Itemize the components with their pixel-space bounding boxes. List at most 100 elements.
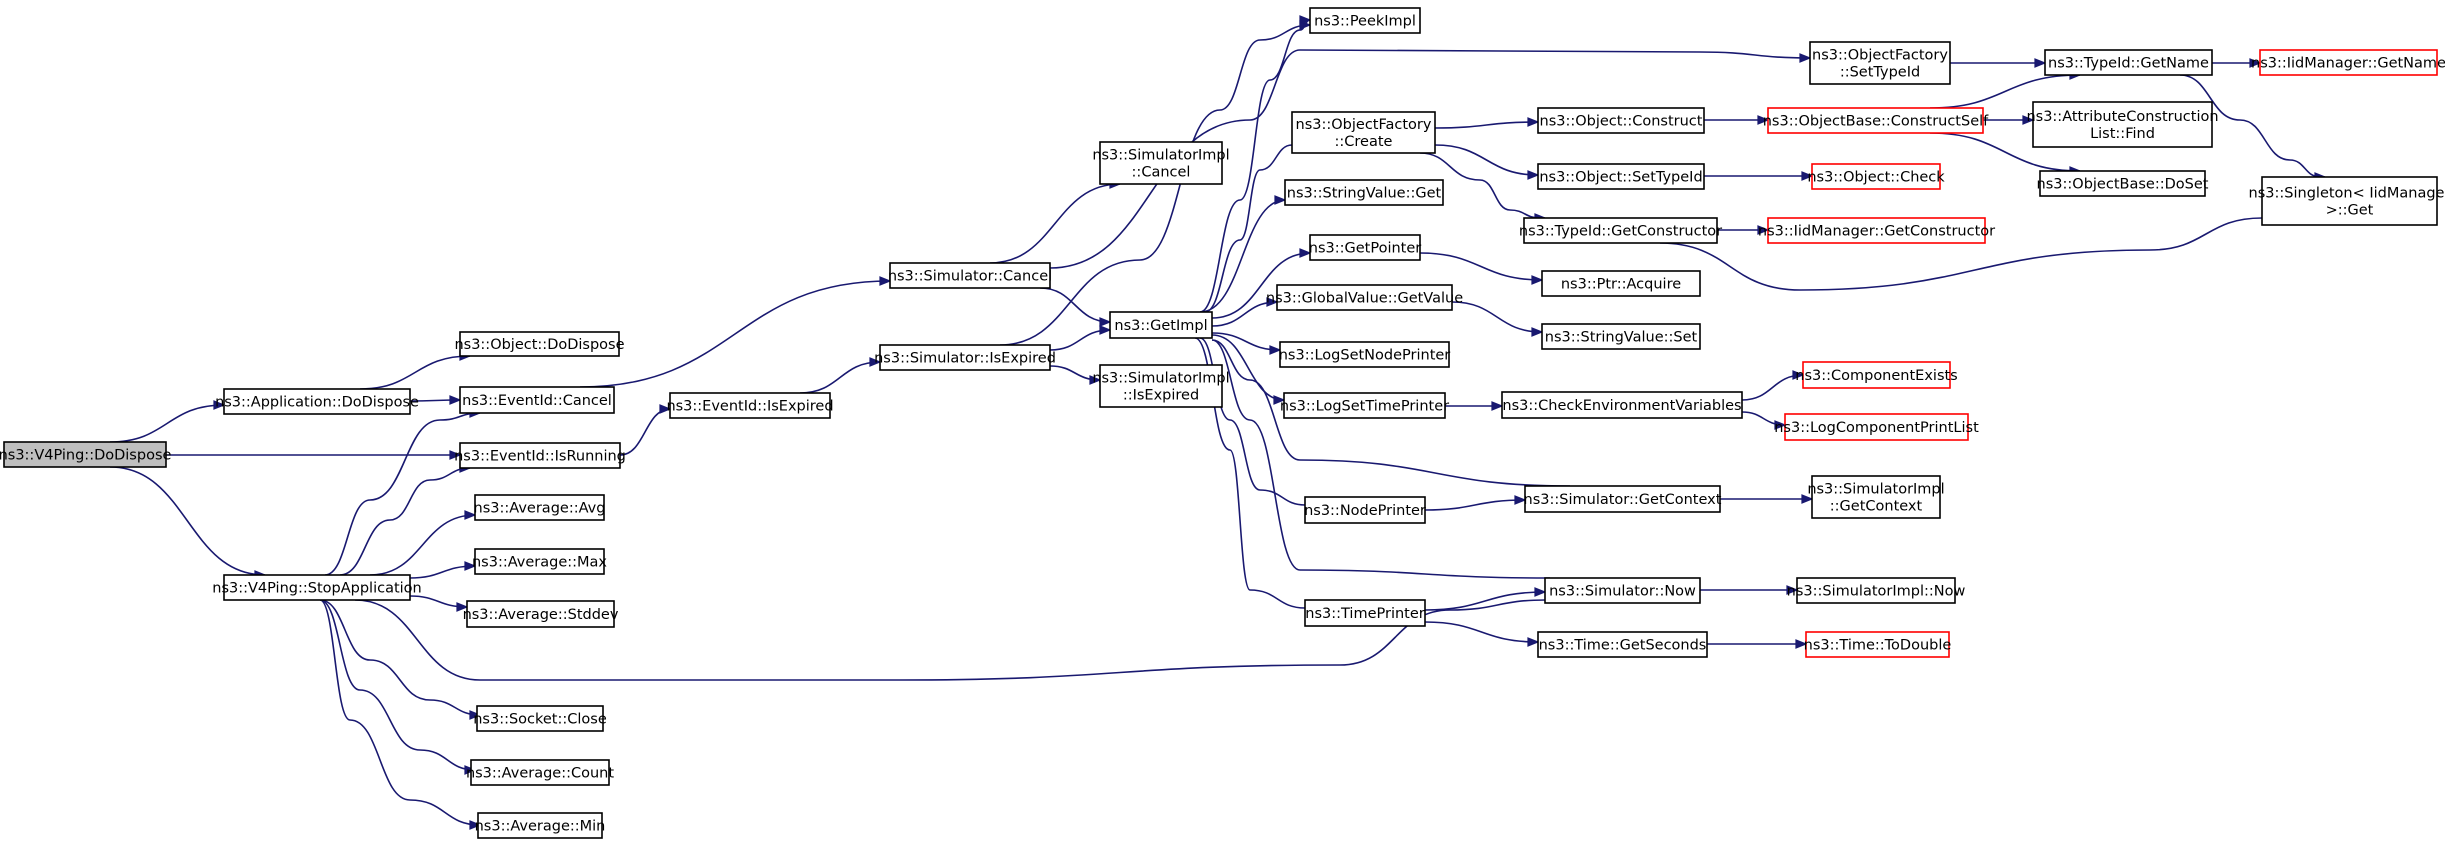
node-of-settypeid[interactable]: ns3::ObjectFactory::SetTypeId — [1809, 41, 1951, 85]
node-sim-getcontext[interactable]: ns3::Simulator::GetContext — [1524, 485, 1722, 513]
edge-ev_isexpired-to-sim_isexpired — [799, 357, 882, 394]
node-label: ns3::ObjectFactory — [1812, 48, 1948, 64]
node-label: ns3::SimulatorImpl — [1092, 148, 1229, 164]
node-avg-min[interactable]: ns3::Average::Min — [475, 812, 606, 839]
edge-nodeprinter-to-sim_getcontext — [1424, 495, 1527, 511]
node-ev-isrunning[interactable]: ns3::EventId::IsRunning — [454, 442, 626, 469]
edge-getimpl-to-logsettimeprinter — [1211, 334, 1286, 405]
node-label: ns3::LogSetTimePrinter — [1280, 399, 1449, 415]
arrowhead — [469, 820, 482, 830]
arrowhead — [1527, 170, 1540, 180]
node-obj-settypeid[interactable]: ns3::Object::SetTypeId — [1537, 163, 1705, 190]
node-ob-constructself[interactable]: ns3::ObjectBase::ConstructSelf — [1763, 107, 1989, 134]
arrowhead — [1491, 401, 1504, 411]
node-label: ns3::ObjectFactory — [1296, 117, 1432, 133]
arrowhead — [1089, 375, 1102, 385]
node-ev-cancel[interactable]: ns3::EventId::Cancel — [459, 386, 615, 414]
node-label: ns3::Average::Count — [466, 766, 614, 782]
node-time-todouble[interactable]: ns3::Time::ToDouble — [1804, 631, 1952, 658]
node-simimpl-isexpired[interactable]: ns3::SimulatorImpl::IsExpired — [1092, 364, 1230, 408]
arrowhead — [456, 602, 469, 612]
node-obj-check[interactable]: ns3::Object::Check — [1807, 163, 1945, 190]
node-obj-dodispose[interactable]: ns3::Object::DoDispose — [454, 331, 625, 357]
edge-app_dodispose-to-ev_cancel — [409, 395, 462, 405]
node-dodispose[interactable]: ns3::V4Ping::DoDispose — [0, 441, 171, 468]
node-sim-isexpired[interactable]: ns3::Simulator::IsExpired — [874, 344, 1056, 371]
node-gv-getvalue[interactable]: ns3::GlobalValue::GetValue — [1266, 284, 1463, 311]
node-box — [1796, 577, 1956, 604]
node-of-create[interactable]: ns3::ObjectFactory::Create — [1291, 111, 1436, 154]
edge-of_create-to-obj_construct — [1434, 117, 1540, 129]
node-box — [1809, 41, 1951, 85]
node-iidmgr-getconstructor[interactable]: ns3::IidManager::GetConstructor — [1758, 217, 1995, 244]
node-ptr-acquire[interactable]: ns3::Ptr::Acquire — [1541, 270, 1701, 297]
node-label: ns3::Simulator::IsExpired — [874, 351, 1056, 367]
edge-of_create-to-obj_settypeid — [1434, 144, 1540, 180]
node-logcompprintlist[interactable]: ns3::LogComponentPrintList — [1774, 413, 1979, 441]
node-simimpl-cancel[interactable]: ns3::SimulatorImpl::Cancel — [1092, 141, 1230, 185]
node-label: ns3::CheckEnvironmentVariables — [1502, 398, 1741, 414]
node-box — [223, 574, 411, 601]
node-logsetnodeprinter[interactable]: ns3::LogSetNodePrinter — [1279, 341, 1451, 368]
node-nodeprinter[interactable]: ns3::NodePrinter — [1304, 496, 1426, 524]
node-avg-count[interactable]: ns3::Average::Count — [466, 759, 614, 786]
edges-layer — [109, 15, 2327, 830]
node-box — [1811, 163, 1941, 190]
edge-tid_getconstructor-to-singleton_get — [1659, 217, 2263, 291]
node-getimpl[interactable]: ns3::GetImpl — [1109, 311, 1213, 339]
arrowhead — [1527, 117, 1540, 127]
node-logsettimeprinter[interactable]: ns3::LogSetTimePrinter — [1280, 392, 1449, 419]
node-sim-cancel[interactable]: ns3::Simulator::Cancel — [888, 262, 1052, 289]
node-stopapp[interactable]: ns3::V4Ping::StopApplication — [212, 574, 422, 601]
node-box — [1524, 485, 1721, 513]
node-iidmgr-getname[interactable]: ns3::IidManager::GetName — [2251, 49, 2445, 76]
node-sim-now[interactable]: ns3::Simulator::Now — [1544, 577, 1701, 604]
node-obj-construct[interactable]: ns3::Object::Construct — [1537, 107, 1705, 134]
node-getpointer[interactable]: ns3::GetPointer — [1309, 234, 1422, 261]
edge-checkenv-to-compexists — [1741, 370, 1805, 401]
node-singleton-get[interactable]: ns3::Singleton< IidManager >::Get — [2249, 176, 2445, 226]
node-label: ::Cancel — [1132, 165, 1191, 181]
edge-of_settypeid-to-tid_getname — [1950, 58, 2047, 68]
edge-stopapp-to-sim_now — [354, 599, 1546, 681]
edge-timeprinter-to-sim_now — [1424, 587, 1547, 611]
node-label: ns3::V4Ping::StopApplication — [212, 581, 422, 597]
node-simimpl-now[interactable]: ns3::SimulatorImpl::Now — [1787, 577, 1966, 604]
node-avg-max[interactable]: ns3::Average::Max — [472, 548, 607, 575]
node-peekimpl[interactable]: ns3::PeekImpl — [1309, 7, 1421, 34]
node-ob-doset[interactable]: ns3::ObjectBase::DoSet — [2037, 170, 2209, 197]
node-avg-avg[interactable]: ns3::Average::Avg — [474, 494, 606, 521]
node-box — [1805, 631, 1950, 658]
node-checkenv[interactable]: ns3::CheckEnvironmentVariables — [1501, 391, 1743, 419]
edge-getimpl-to-peekimpl — [1199, 15, 1312, 313]
edge-getimpl-to-gv_getvalue — [1211, 297, 1279, 327]
node-box — [889, 262, 1051, 289]
edge-app_dodispose-to-obj_dodispose — [359, 351, 472, 390]
node-label: ns3::Object::Check — [1807, 170, 1945, 186]
edge-stopapp-to-avg_stddev — [409, 595, 469, 612]
edge-stopapp-to-sock_close — [319, 599, 482, 720]
node-label: ns3::Object::Construct — [1540, 114, 1703, 130]
node-avg-stddev[interactable]: ns3::Average::Stddev — [463, 600, 619, 628]
node-sv-set[interactable]: ns3::StringValue::Set — [1541, 323, 1701, 350]
edge-ev_isrunning-to-ev_isexpired — [619, 404, 672, 456]
node-label: ns3::Time::ToDouble — [1804, 638, 1952, 654]
edge-dodispose-to-app_dodispose — [109, 400, 226, 443]
edge-dodispose-to-stopapp — [109, 466, 267, 580]
node-tid-getname[interactable]: ns3::TypeId::GetName — [2044, 49, 2213, 76]
node-timeprinter[interactable]: ns3::TimePrinter — [1304, 599, 1426, 627]
node-app-dodispose[interactable]: ns3::Application::DoDispose — [215, 388, 419, 415]
node-box — [2032, 101, 2213, 148]
node-time-getseconds[interactable]: ns3::Time::GetSeconds — [1537, 631, 1708, 658]
edge-gv_getvalue-to-sv_set — [1451, 301, 1544, 337]
node-sv-get[interactable]: ns3::StringValue::Get — [1284, 179, 1444, 206]
node-tid-getconstructor[interactable]: ns3::TypeId::GetConstructor — [1519, 217, 1722, 244]
node-label: ns3::Average::Max — [472, 555, 607, 571]
node-ev-isexpired[interactable]: ns3::EventId::IsExpired — [666, 392, 834, 419]
node-compexists[interactable]: ns3::ComponentExists — [1795, 361, 1958, 389]
node-label: ns3::Time::GetSeconds — [1539, 638, 1707, 654]
node-label: ns3::Simulator::Now — [1549, 584, 1696, 600]
node-sock-close[interactable]: ns3::Socket::Close — [473, 705, 607, 732]
node-simimpl-getcontext[interactable]: ns3::SimulatorImpl::GetContext — [1807, 475, 1945, 519]
